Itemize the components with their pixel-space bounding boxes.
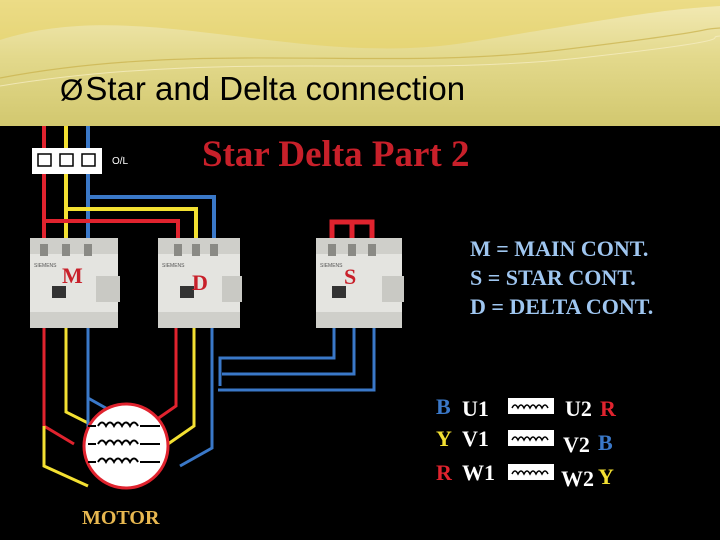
winding-1-start: U1 [462, 396, 489, 421]
contactor-star-brand: SIEMENS [320, 263, 343, 269]
wiring-diagram-svg: Star Delta Part 2 O/L [30, 126, 653, 529]
contactor-delta-letter: D [192, 270, 208, 295]
winding-3-left-phase: R [436, 460, 453, 485]
winding-2-left-phase: Y [436, 426, 452, 451]
winding-1-coil-icon [508, 398, 554, 414]
legend-star: S = STAR CONT. [470, 265, 636, 290]
contactor-delta: D SIEMENS [158, 238, 242, 328]
winding-1-left-phase: B [436, 394, 451, 419]
motor-wires [42, 328, 376, 488]
winding-2-coil-icon [508, 430, 554, 446]
winding-2-right-phase: B [598, 430, 613, 455]
contactor-legend: M = MAIN CONT. S = STAR CONT. D = DELTA … [470, 236, 653, 319]
legend-delta: D = DELTA CONT. [470, 294, 653, 319]
arrow-bullet-icon: Ø [60, 74, 84, 107]
legend-main: M = MAIN CONT. [470, 236, 648, 261]
contactor-star-letter: S [344, 264, 356, 289]
winding-3-coil-icon [508, 464, 554, 480]
contactor-star: S SIEMENS [316, 238, 404, 328]
winding-3-end: W2 [561, 466, 594, 491]
contactor-main: M SIEMENS [30, 238, 120, 328]
star-delta-diagram: Star Delta Part 2 O/L [0, 126, 720, 540]
slide-title: ØStar and Delta connection [60, 70, 465, 108]
contactor-delta-brand: SIEMENS [162, 263, 185, 269]
slide-title-text: Star and Delta connection [85, 70, 466, 107]
header-swoosh-decoration [0, 0, 720, 87]
winding-1-end: U2 [565, 396, 592, 421]
winding-1-right-phase: R [600, 396, 617, 421]
winding-2-end: V2 [563, 432, 590, 457]
slide-header: ØStar and Delta connection [0, 0, 720, 126]
contactor-main-letter: M [62, 263, 83, 288]
motor-symbol [82, 402, 170, 490]
overload-label: O/L [112, 156, 129, 167]
supply-wires [42, 126, 216, 246]
winding-3-right-phase: Y [598, 464, 614, 489]
overload-relay [32, 148, 102, 174]
motor-label: MOTOR [82, 507, 160, 529]
winding-3-start: W1 [462, 460, 495, 485]
contactor-main-brand: SIEMENS [34, 263, 57, 269]
winding-table: B U1 U2 R Y V1 V2 B R W1 W2 [436, 394, 617, 491]
winding-2-start: V1 [462, 426, 489, 451]
diagram-heading: Star Delta Part 2 [202, 134, 470, 175]
